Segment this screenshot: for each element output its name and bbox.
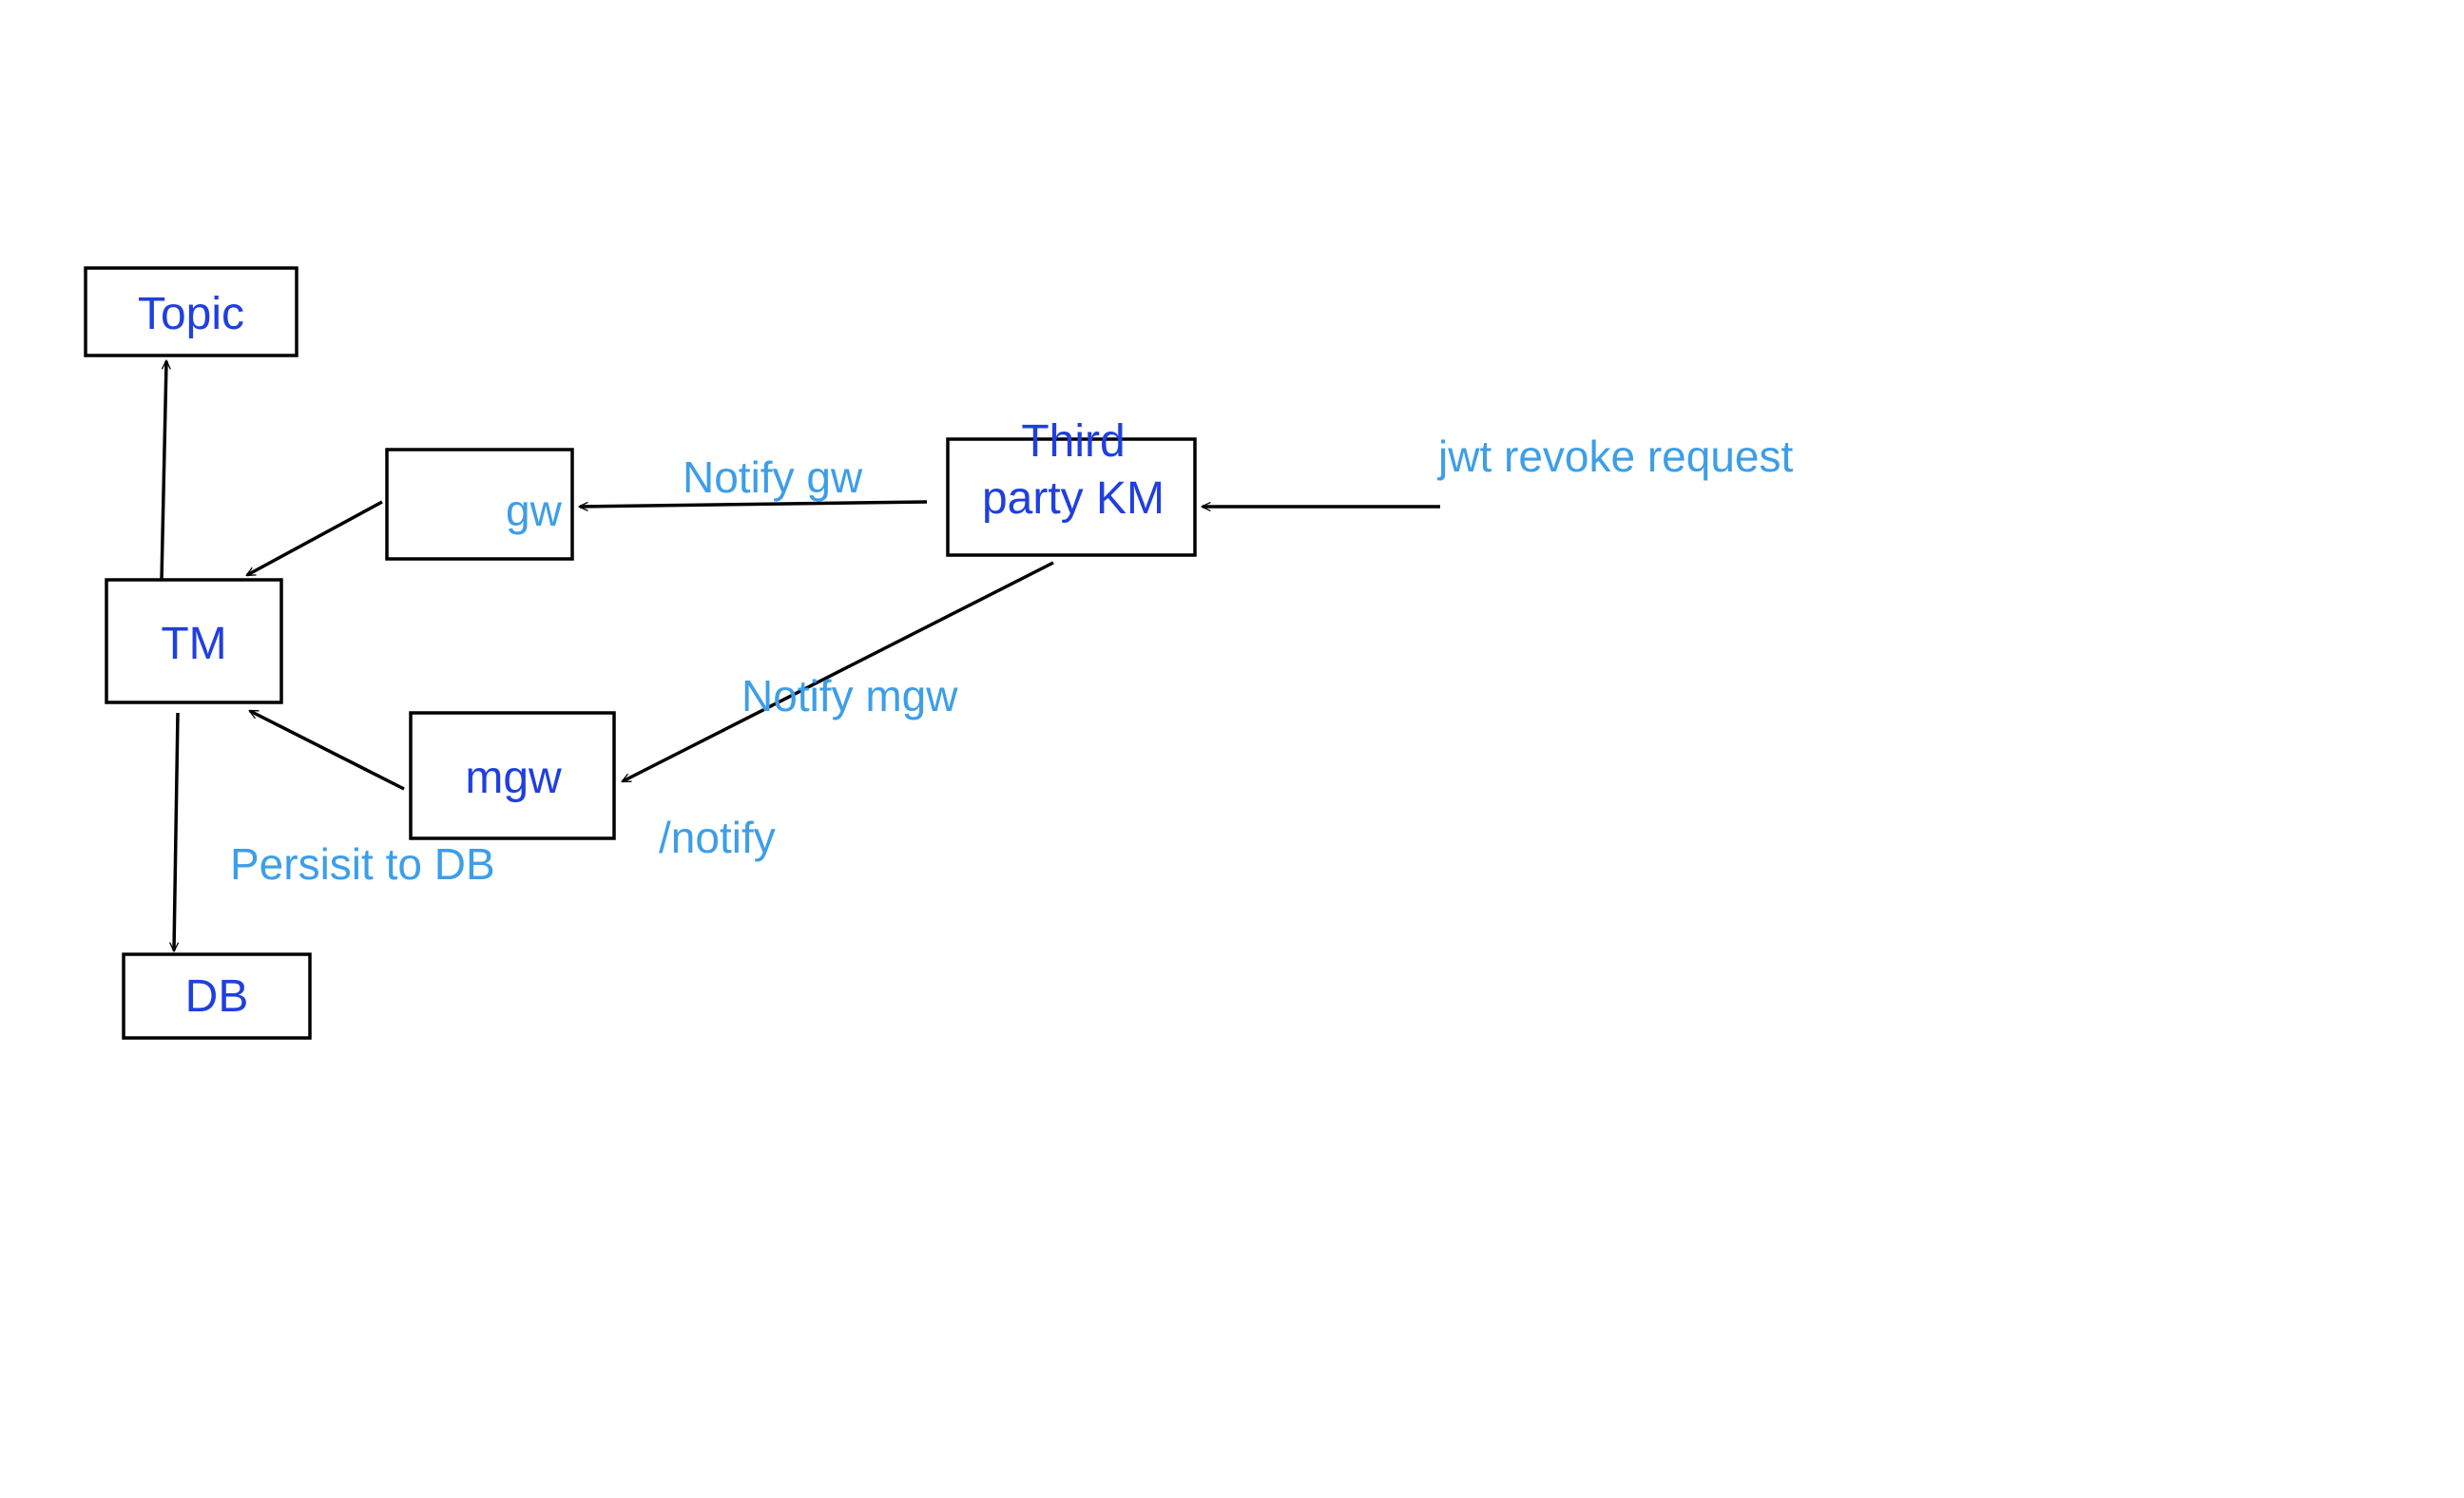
- edge-km-to-mgw: [623, 561, 1054, 783]
- edge-gw-to-tm: [247, 500, 383, 577]
- node-db-label: DB: [185, 971, 249, 1022]
- edge-mgw-to-tm: [250, 709, 405, 791]
- edge-label-persist-to-db: Persisit to DB: [230, 839, 495, 889]
- edge-label-notify-path: /notify: [659, 813, 776, 862]
- node-tm: TM: [105, 578, 283, 704]
- node-db-box: [122, 952, 312, 1040]
- edge-tm-to-topic: [160, 361, 166, 581]
- node-db: DB: [122, 952, 312, 1040]
- edge-label-jwt-revoke-request: jwt revoke request: [1436, 432, 1793, 481]
- edge-label-notify-gw: Notify gw: [683, 452, 863, 502]
- node-third-party-km: Third party KM: [946, 416, 1197, 557]
- node-gw-box: [385, 448, 574, 561]
- node-third-party-km-box: [946, 437, 1197, 557]
- node-mgw-box: [409, 711, 616, 840]
- node-topic-box: [84, 266, 298, 357]
- node-topic: Topic: [84, 266, 298, 357]
- node-topic-label: Topic: [138, 289, 244, 339]
- node-mgw: mgw: [409, 711, 616, 840]
- node-tm-label: TM: [161, 619, 226, 669]
- node-tm-box: [105, 578, 283, 704]
- node-third-party-km-label-line2: party KM: [982, 473, 1165, 524]
- edge-label-notify-mgw: Notify mgw: [741, 671, 958, 720]
- edge-km-to-gw: [580, 500, 928, 507]
- node-third-party-km-label-line1: Third: [1021, 416, 1125, 467]
- edge-tm-to-db: [174, 712, 180, 951]
- node-gw-label: gw: [506, 486, 563, 535]
- node-mgw-label: mgw: [465, 753, 562, 803]
- node-gw: [385, 448, 574, 561]
